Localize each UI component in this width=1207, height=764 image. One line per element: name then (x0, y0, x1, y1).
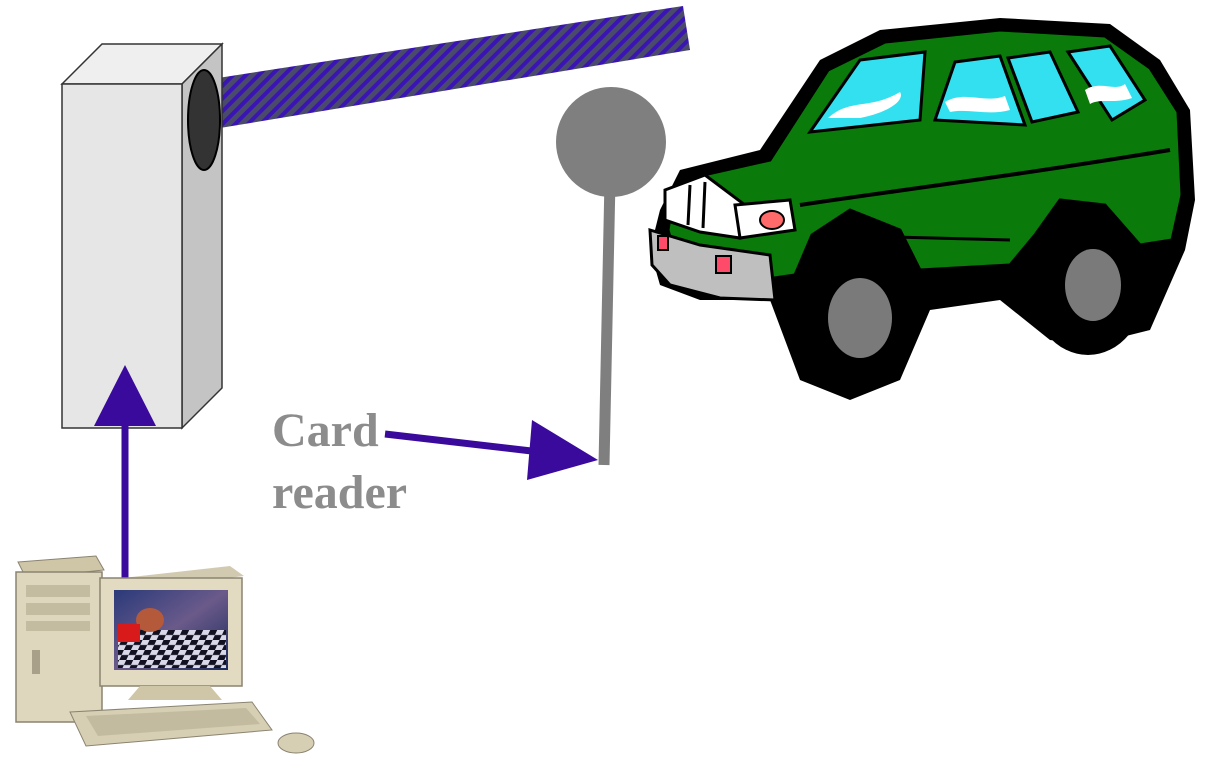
card-reader-post-icon (556, 87, 666, 465)
card-reader-label-line-2: reader (272, 462, 472, 524)
card-reader-label-line-1: Card (272, 400, 472, 462)
suv-car-icon (650, 18, 1195, 400)
desktop-computer-icon (16, 556, 314, 753)
barrier-gate-icon (62, 6, 690, 428)
card-reader-label: Card reader (272, 400, 472, 524)
barrier-pivot (188, 70, 220, 170)
